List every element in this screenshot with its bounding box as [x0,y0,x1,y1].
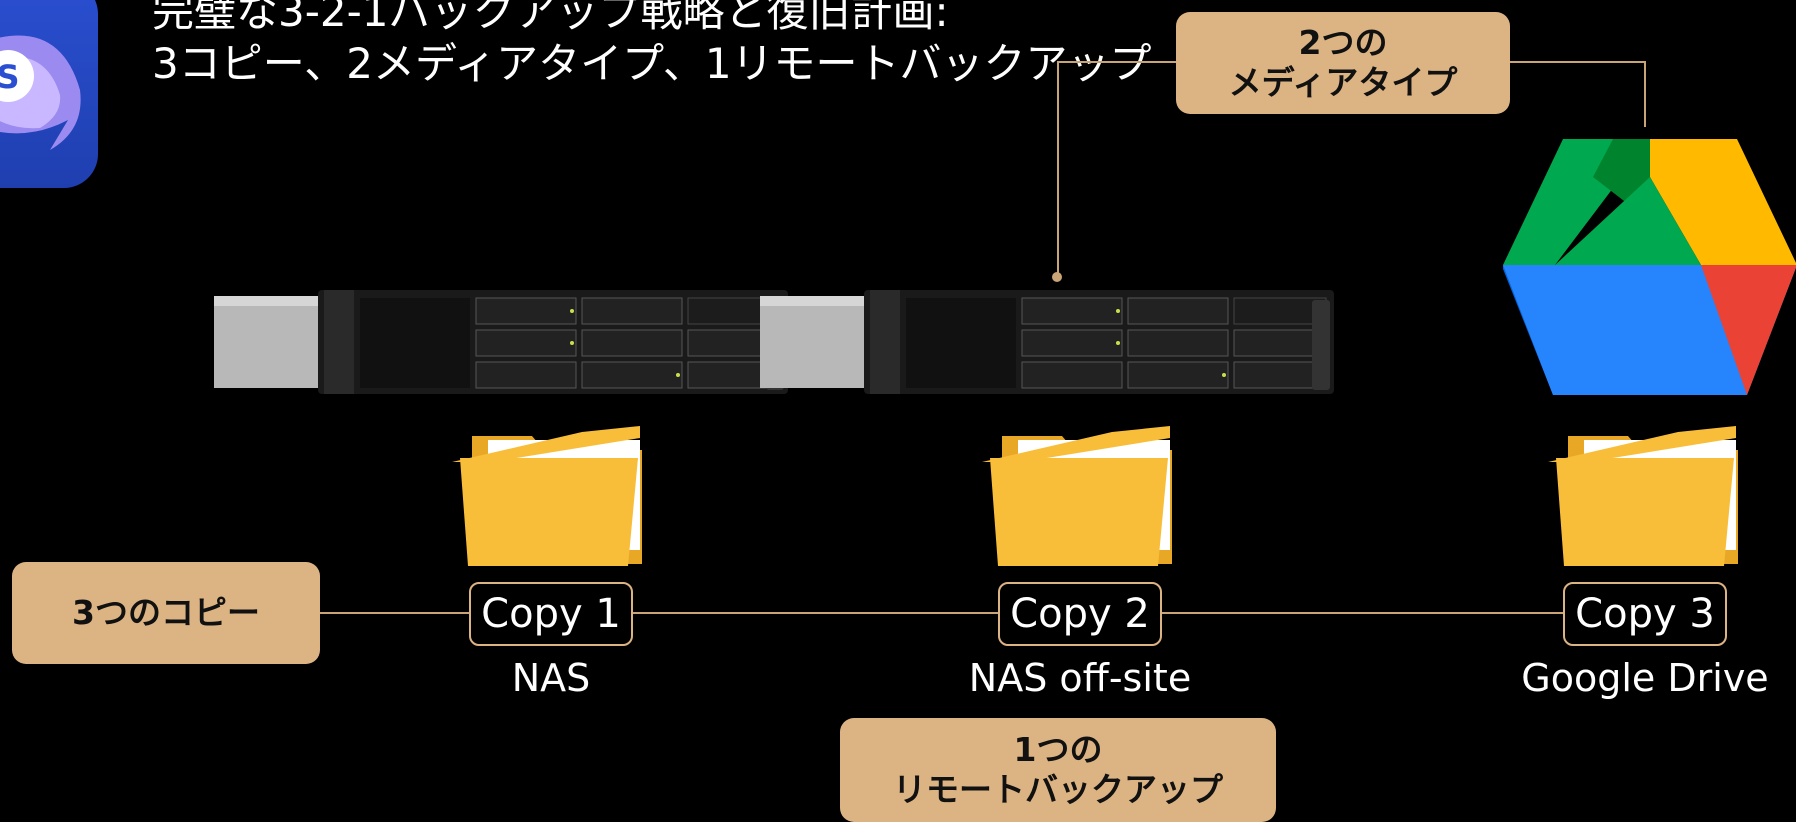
media-tag-line-1: 2つの [1298,23,1388,62]
copies-connector-line [318,612,1563,614]
copy-1-location: NAS [511,656,591,700]
media-tag-line-2: メディアタイプ [1228,63,1458,102]
copy-box-3: Copy 3 [1563,582,1727,646]
folder-icon-copy1 [452,426,642,566]
media-connector-right-vertical [1644,61,1646,127]
page-title: 完璧な3-2-1バックアップ戦略と復旧計画: 3コピー、2メディアタイプ、1リモ… [152,0,1152,90]
media-connector-dot [1052,272,1062,282]
folder-icon-copy2 [982,426,1172,566]
media-connector-left-horizontal [1058,61,1178,63]
media-types-tag: 2つの メディアタイプ [1176,12,1510,114]
remote-tag-line-1: 1つの [1013,730,1103,769]
copy-3-label: Copy 3 [1575,591,1715,637]
title-line-1: 完璧な3-2-1バックアップ戦略と復旧計画: [152,0,949,36]
copy-box-1: Copy 1 [469,582,633,646]
copies-tag: 3つのコピー [12,562,320,664]
copies-tag-label: 3つのコピー [72,593,260,632]
media-connector-right-horizontal [1508,61,1646,63]
copy-3-location: Google Drive [1521,656,1769,700]
google-drive-icon [1503,139,1796,395]
media-connector-left-vertical [1057,61,1059,277]
remote-backup-tag: 1つの リモートバックアップ [840,718,1276,822]
app-logo-icon: S [0,0,98,188]
title-line-2: 3コピー、2メディアタイプ、1リモートバックアップ [152,39,1152,88]
folder-icon-copy3 [1548,426,1738,566]
copy-2-location: NAS off-site [968,656,1192,700]
copy-2-label: Copy 2 [1010,591,1150,637]
copy-1-label: Copy 1 [481,591,621,637]
remote-tag-line-2: リモートバックアップ [893,770,1223,809]
copy-box-2: Copy 2 [998,582,1162,646]
svg-text:S: S [0,58,20,96]
nas-server-icon [214,289,1335,395]
